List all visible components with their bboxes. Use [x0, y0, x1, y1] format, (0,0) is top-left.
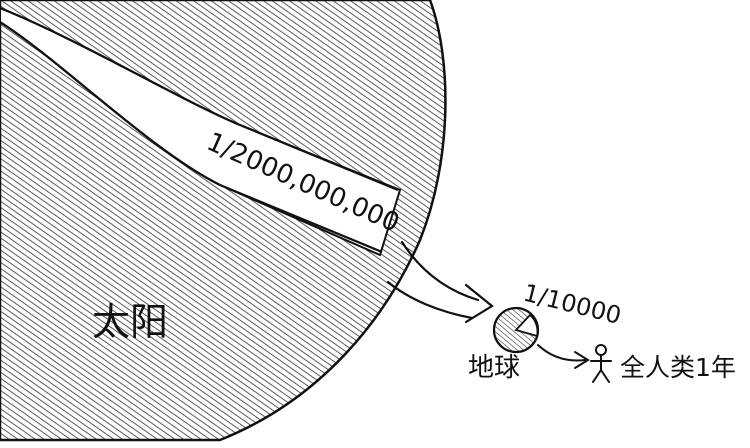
sun-label: 太阳: [92, 300, 168, 344]
beam-edge: [0, 6, 399, 192]
arrow-to-earth-icon: [386, 240, 494, 324]
stick-figure-icon: [590, 344, 612, 383]
arrow-to-humanity-icon: [537, 344, 590, 369]
beam-edge-lower: [0, 21, 383, 254]
humanity-label: 全人类1年: [620, 353, 736, 382]
earth-label: 地球: [468, 353, 520, 383]
earth-globe: [492, 306, 540, 354]
